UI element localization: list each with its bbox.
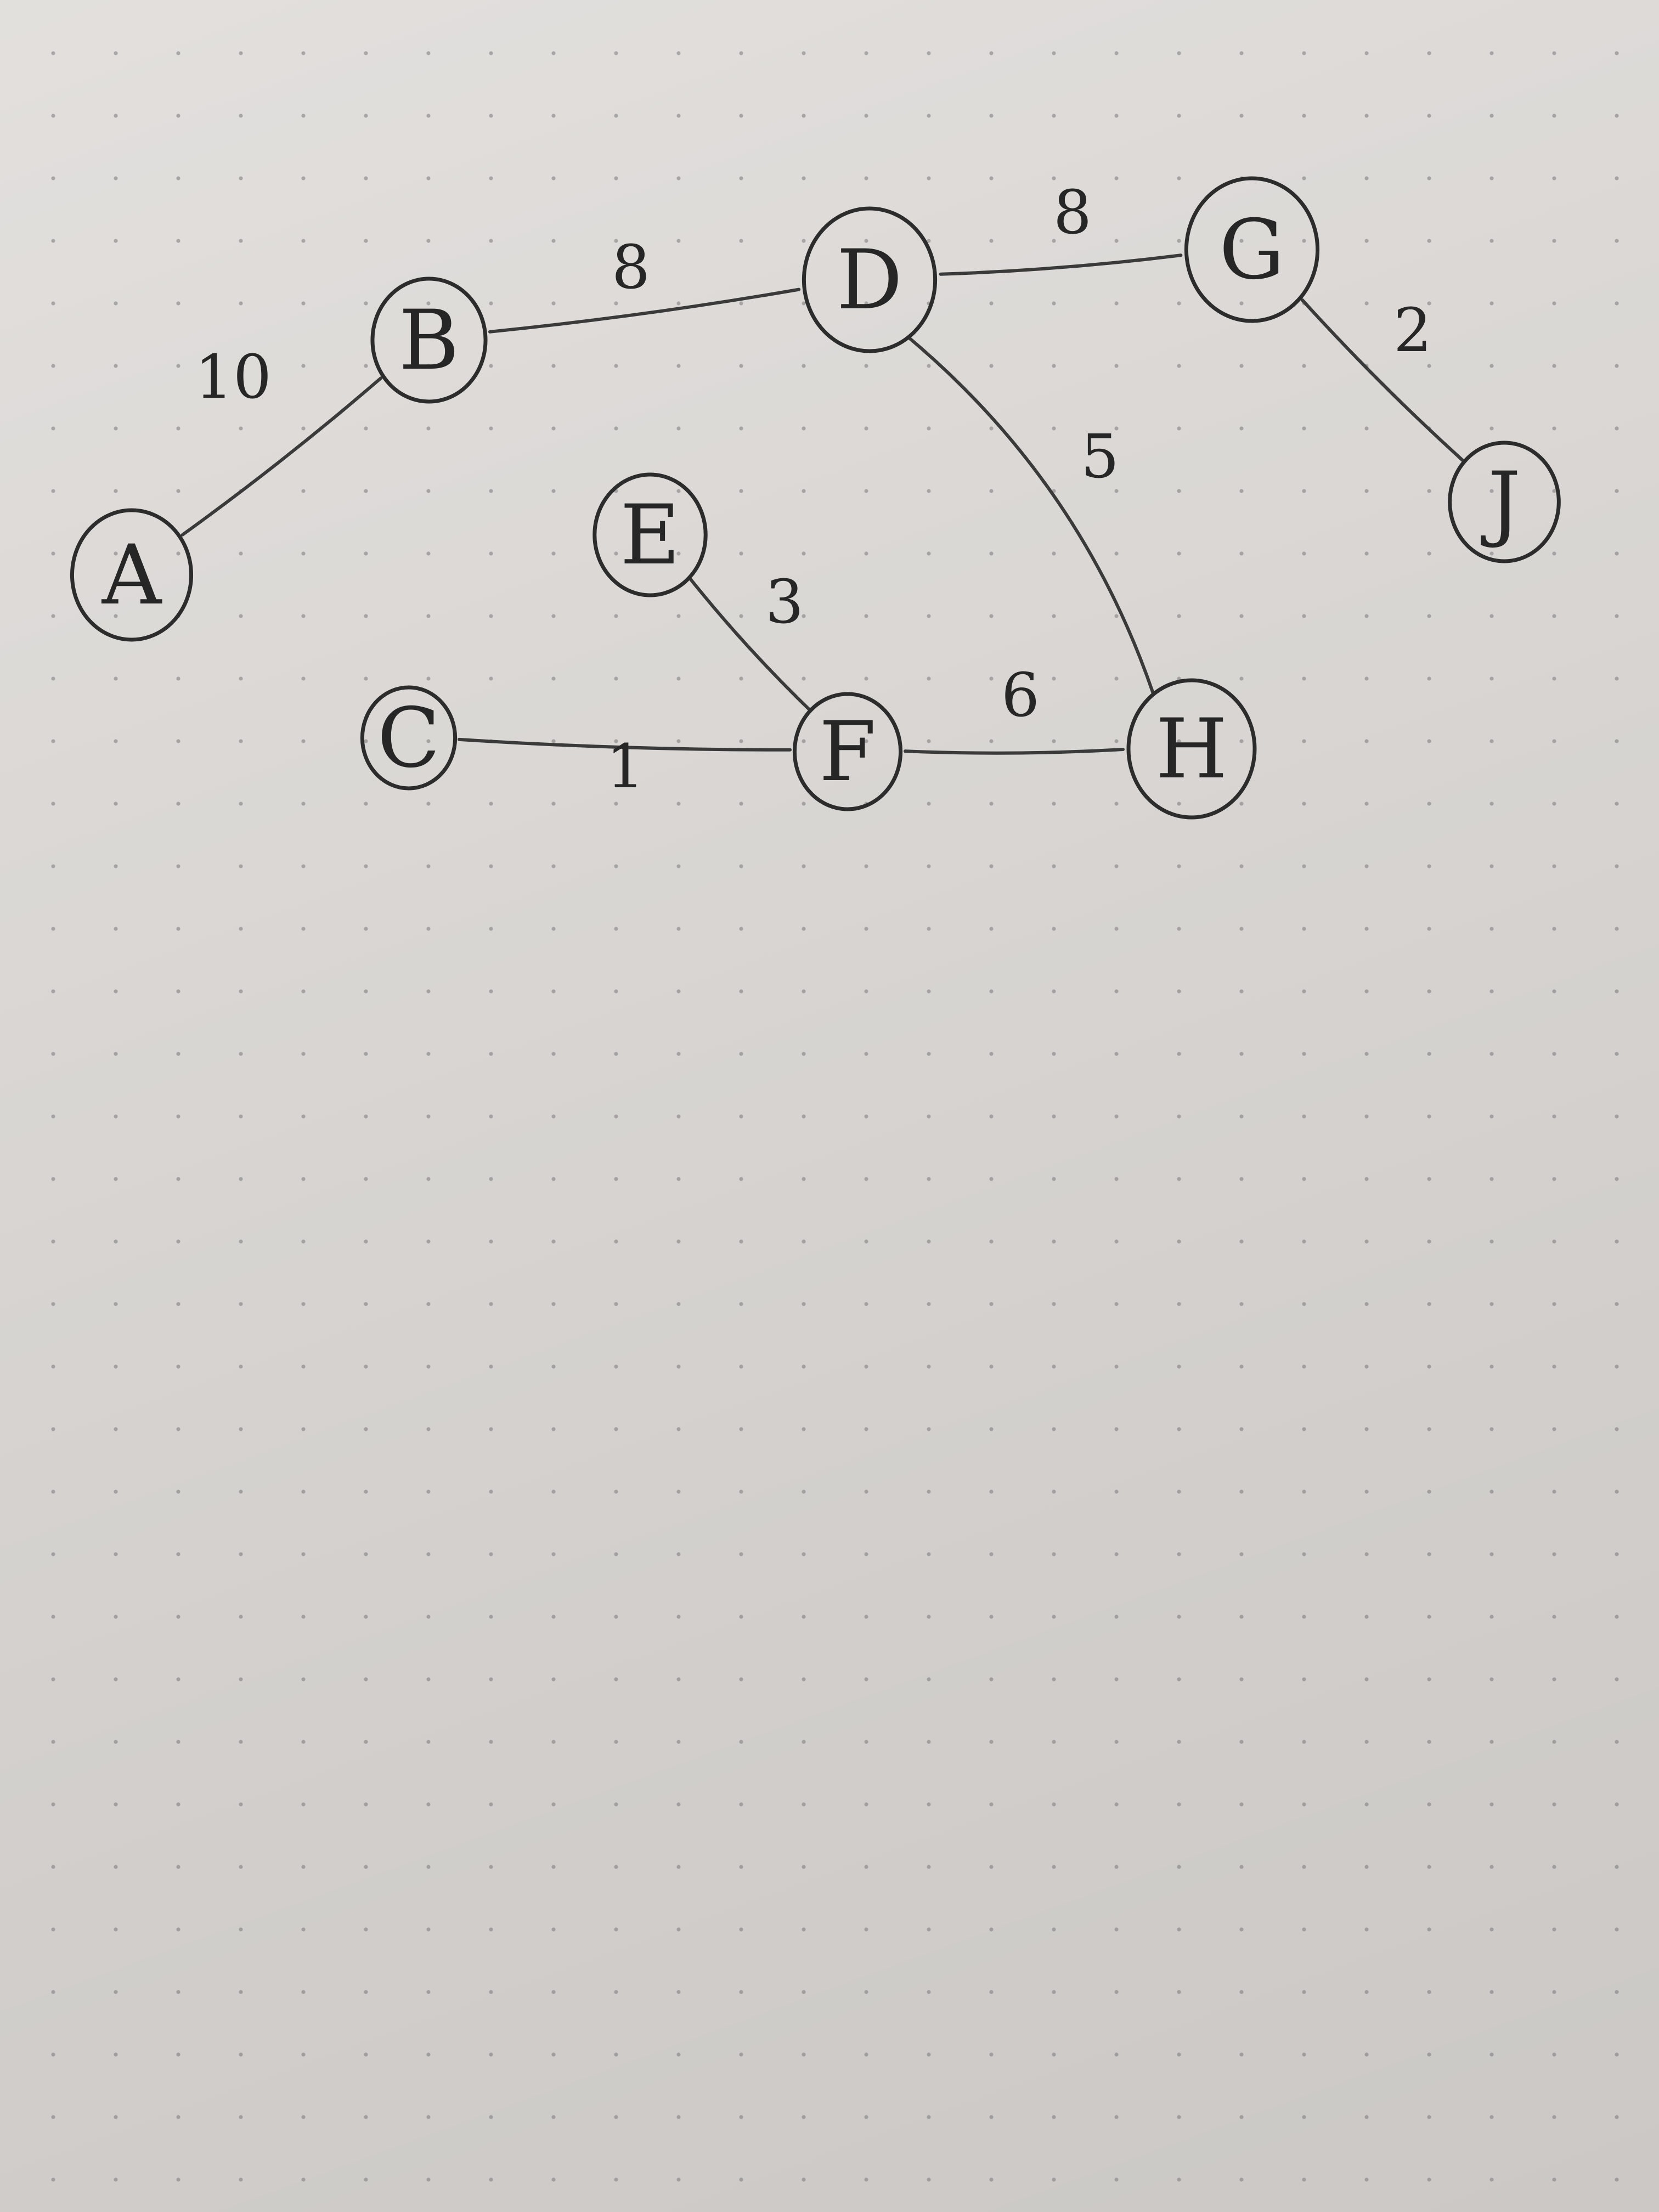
edge-weight-d-h: 5 bbox=[1081, 421, 1119, 492]
node-e-circle bbox=[592, 472, 708, 597]
node-a-circle bbox=[70, 508, 194, 642]
node-g: G bbox=[1184, 176, 1320, 323]
edge-weight-d-g: 8 bbox=[1053, 177, 1092, 247]
node-j-label: J bbox=[1481, 455, 1521, 550]
node-j: J bbox=[1448, 441, 1561, 563]
edge-d-g bbox=[939, 253, 1183, 276]
node-d-circle bbox=[802, 206, 938, 353]
edge-weight-g-j: 2 bbox=[1393, 295, 1432, 365]
node-e: E bbox=[592, 472, 708, 597]
node-g-label: G bbox=[1219, 202, 1285, 298]
node-f: F bbox=[792, 692, 903, 811]
edges-layer bbox=[180, 253, 1464, 755]
node-e-label: E bbox=[620, 488, 680, 583]
edge-c-f bbox=[457, 737, 792, 752]
node-h-label: H bbox=[1156, 702, 1228, 797]
edge-d-h bbox=[908, 337, 1155, 694]
nodes-layer: A B C D E F G H J bbox=[70, 176, 1561, 820]
edge-a-b bbox=[180, 376, 383, 537]
node-f-label: F bbox=[819, 704, 876, 800]
node-b-circle bbox=[370, 276, 488, 404]
node-c-label: C bbox=[377, 691, 441, 786]
node-b-label: B bbox=[399, 293, 459, 388]
node-g-circle bbox=[1184, 176, 1320, 323]
node-a-label: A bbox=[101, 528, 162, 623]
edge-f-h bbox=[904, 748, 1125, 755]
node-d-label: D bbox=[837, 233, 902, 328]
node-j-circle bbox=[1448, 441, 1561, 563]
edge-weights-layer: 10 8 8 2 5 3 1 6 bbox=[195, 177, 1432, 802]
edge-b-d bbox=[488, 287, 801, 334]
node-h-circle bbox=[1126, 678, 1257, 820]
node-a: A bbox=[70, 508, 194, 642]
node-d: D bbox=[802, 206, 938, 353]
edge-weight-a-b: 10 bbox=[195, 342, 272, 412]
edge-weight-e-f: 3 bbox=[765, 567, 804, 637]
edge-weight-f-h: 6 bbox=[1001, 660, 1040, 730]
node-c: C bbox=[360, 685, 458, 791]
node-b: B bbox=[370, 276, 488, 404]
edge-g-j bbox=[1300, 298, 1464, 462]
edge-weight-b-d: 8 bbox=[612, 232, 650, 302]
edge-e-f bbox=[689, 578, 811, 711]
edge-weight-c-f: 1 bbox=[606, 731, 645, 802]
node-f-circle bbox=[792, 692, 903, 811]
node-c-circle bbox=[360, 685, 458, 791]
node-h: H bbox=[1126, 678, 1257, 820]
